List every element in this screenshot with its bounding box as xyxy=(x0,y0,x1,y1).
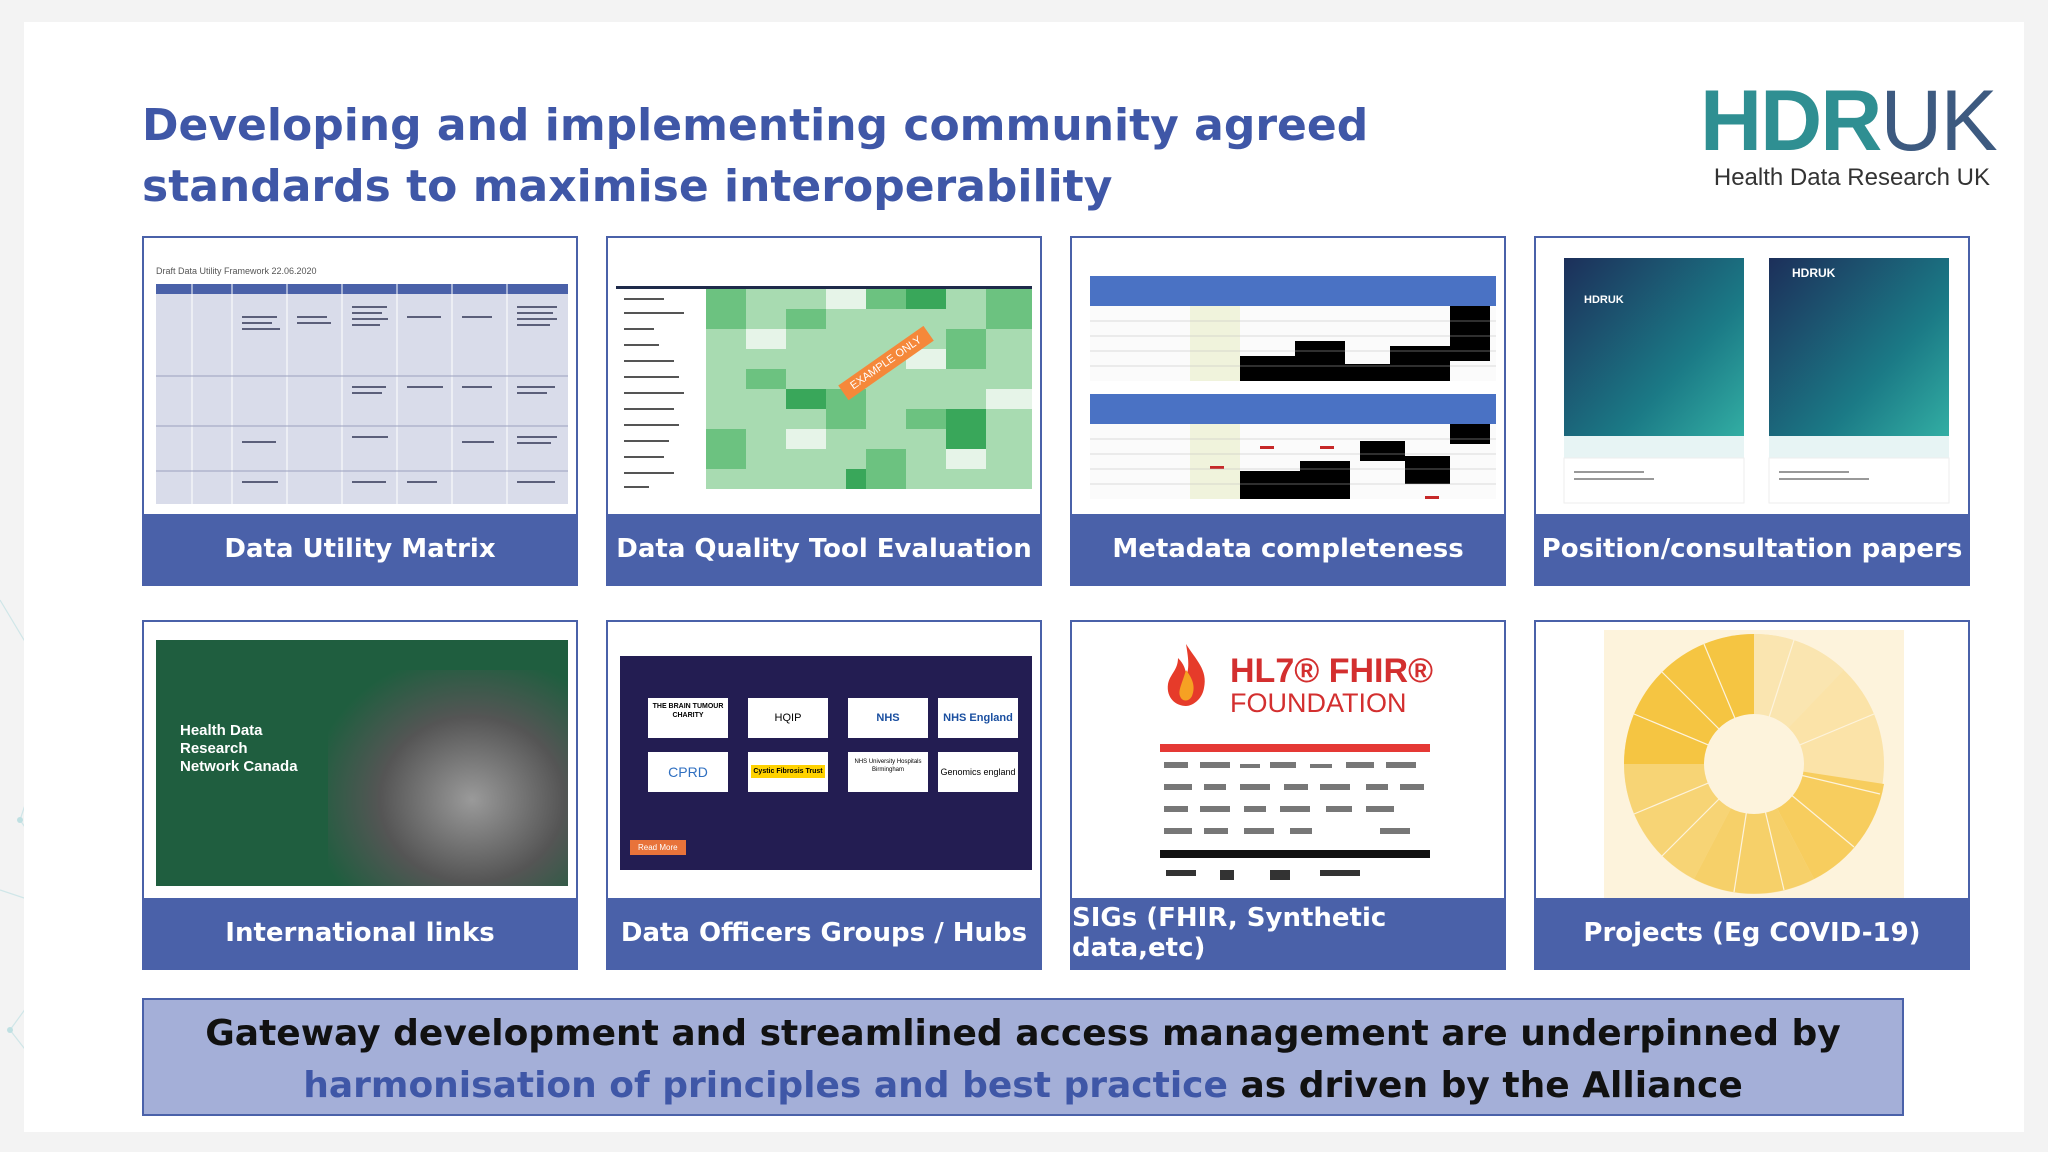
bottom-banner: Gateway development and streamlined acce… xyxy=(142,998,1904,1116)
partner-logo: Cystic Fibrosis Trust xyxy=(748,752,828,792)
completeness-table-thumb xyxy=(1090,276,1496,499)
card-label: Metadata completeness xyxy=(1072,514,1504,584)
partner-logo: Genomics england xyxy=(938,752,1018,792)
synthetic-data-landscape-thumb xyxy=(1160,744,1430,880)
card-label: Data Officers Groups / Hubs xyxy=(608,898,1040,968)
card-thumbnail: Draft Data Utility Framework 22.06.2020 xyxy=(152,246,568,514)
banner-text-1: Gateway development and streamlined acce… xyxy=(205,1013,1841,1054)
hero-heading: Health Data Research Network Canada xyxy=(180,722,298,775)
card-thumbnail xyxy=(1080,246,1496,514)
card-thumbnail: THE BRAIN TUMOUR CHARITY HQIP NHS SCOTLA… xyxy=(616,630,1032,898)
card-thumbnail: EXAMPLE ONLY xyxy=(616,246,1032,514)
card-projects-covid19[interactable]: Projects (Eg COVID-19) xyxy=(1534,620,1970,970)
matrix-table-thumb xyxy=(156,284,568,504)
card-data-quality-tool-evaluation[interactable]: EXAMPLE ONLY Data Quality Tool Evaluatio… xyxy=(606,236,1042,586)
heatmap-thumb xyxy=(616,286,1032,489)
partner-logo: THE BRAIN TUMOUR CHARITY xyxy=(648,698,728,738)
card-label: International links xyxy=(144,898,576,968)
fhir-title: HL7® FHIR® xyxy=(1230,652,1434,690)
read-more-button[interactable]: Read More xyxy=(630,840,686,855)
card-label: Data Utility Matrix xyxy=(144,514,576,584)
card-thumbnail xyxy=(1544,630,1960,898)
canada-site-hero: Health Data Research Network Canada xyxy=(156,640,568,886)
card-label: Data Quality Tool Evaluation xyxy=(608,514,1040,584)
card-label: Position/consultation papers xyxy=(1536,514,1968,584)
card-thumbnail: HDRUK HDRUK xyxy=(1544,246,1960,514)
partner-logo: NHS University Hospitals Birmingham xyxy=(848,752,928,792)
card-international-links[interactable]: Health Data Research Network Canada Inte… xyxy=(142,620,578,970)
card-data-utility-matrix[interactable]: Draft Data Utility Framework 22.06.2020 xyxy=(142,236,578,586)
partner-logo: CPRD xyxy=(648,752,728,792)
card-metadata-completeness[interactable]: Metadata completeness xyxy=(1070,236,1506,586)
people-photo xyxy=(328,670,568,886)
card-thumbnail: HL7® FHIR® FOUNDATION xyxy=(1080,630,1496,898)
partner-logo: NHS SCOTLAND xyxy=(848,698,928,764)
card-position-consultation-papers[interactable]: HDRUK HDRUK Position/consultation papers xyxy=(1534,236,1970,586)
banner-text-2: as driven by the Alliance xyxy=(1227,1065,1743,1106)
fhir-flame-icon xyxy=(1167,644,1205,706)
fhir-subtitle: FOUNDATION xyxy=(1230,688,1407,718)
hdruk-logo: HDRUK Health Data Research UK xyxy=(1700,73,1998,192)
card-thumbnail: Health Data Research Network Canada xyxy=(152,630,568,898)
card-label: Projects (Eg COVID-19) xyxy=(1536,898,1968,968)
partner-logo: HQIP xyxy=(748,698,828,738)
paper-2-logo: HDRUK xyxy=(1792,266,1836,280)
banner-highlight: harmonisation of principles and best pra… xyxy=(303,1065,1228,1106)
card-data-officers-groups-hubs[interactable]: THE BRAIN TUMOUR CHARITY HQIP NHS SCOTLA… xyxy=(606,620,1042,970)
card-label: SIGs (FHIR, Synthetic data,etc) xyxy=(1072,898,1504,968)
card-sigs[interactable]: HL7® FHIR® FOUNDATION SIGs (FHIR, Synthe… xyxy=(1070,620,1506,970)
logo-mark: HDRUK xyxy=(1700,73,1998,169)
papers-thumb xyxy=(1563,258,1950,504)
logo-subtitle: Health Data Research UK xyxy=(1713,164,1990,191)
partner-logo: NHS England xyxy=(938,698,1018,738)
thumb-caption: Draft Data Utility Framework 22.06.2020 xyxy=(156,266,317,276)
sunburst-chart-thumb xyxy=(1624,633,1884,894)
slide-title: Developing and implementing community ag… xyxy=(142,100,1369,212)
partners-panel: THE BRAIN TUMOUR CHARITY HQIP NHS SCOTLA… xyxy=(620,656,1032,870)
paper-1-logo: HDRUK xyxy=(1584,294,1624,306)
